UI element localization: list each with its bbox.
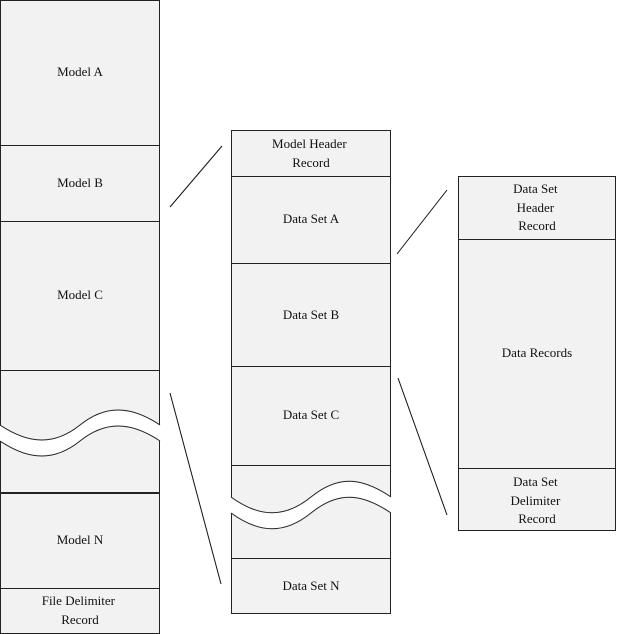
data-set-c-box [231,366,391,559]
model-b-label: Model B [57,175,103,190]
data-set-delimiter-line-3: Record [518,511,556,526]
file-delimiter-line-2: Record [61,612,99,627]
file-delimiter-label: File Delimiter Record [42,593,119,627]
file-delimiter-box [0,588,160,634]
data-set-n-box [231,558,391,614]
file-column-break-bottom [0,425,161,457]
file-column-break-gap [0,410,160,456]
connector-data-set-c-bottom [397,377,448,516]
model-b-box [0,145,160,222]
data-set-header-line-1: Data Set [513,181,558,196]
data-set-b-label: Data Set B [283,307,340,322]
data-set-c-line-1: Data Set C [283,407,339,422]
model-header-line-2: Record [292,155,330,170]
model-c-label: Model C [57,287,103,302]
connector-model-b-bottom [169,392,222,585]
data-records-label: Data Records [502,345,572,360]
model-n-line-1: Model N [57,532,104,547]
data-set-delimiter-label: Data Set Delimiter Record [510,474,563,526]
model-column: Model Header Record Data Set A Data Set … [230,130,392,614]
data-set-b-line-1: Data Set B [283,307,340,322]
model-a-label: Model A [57,64,103,79]
file-column-break-top [0,409,161,441]
data-set-header-box [458,176,616,240]
file-column: Model A Model B Model C Model N File Del… [0,0,161,634]
model-b-line-1: Model B [57,175,103,190]
data-set-b-box [231,263,391,367]
data-set-header-line-2: Header [517,200,555,215]
connector-model-b-top [169,145,223,208]
model-column-break-gap [231,481,391,529]
data-set-a-line-1: Data Set A [283,211,340,226]
data-set-delimiter-line-2: Delimiter [510,493,560,508]
data-set-n-label: Data Set N [282,578,340,593]
data-set-delimiter-box [458,468,616,531]
model-a-line-1: Model A [57,64,103,79]
data-set-delimiter-line-1: Data Set [513,474,558,489]
model-n-label: Model N [57,532,104,547]
data-set-n-line-1: Data Set N [282,578,340,593]
model-a-box [0,0,160,146]
model-column-break-top [230,480,392,514]
data-set-header-line-3: Record [518,218,556,233]
model-header-line-1: Model Header [272,136,347,151]
data-records-line-1: Data Records [502,345,572,360]
model-header-box [231,130,391,177]
model-c-line-1: Model C [57,287,103,302]
model-column-break-bottom [230,496,392,530]
connector-data-set-c-top [396,189,448,255]
data-set-a-label: Data Set A [283,211,340,226]
data-set-a-box [231,176,391,264]
data-set-header-label: Data Set Header Record [513,181,561,233]
data-set-c-label: Data Set C [283,407,339,422]
file-delimiter-line-1: File Delimiter [42,593,116,608]
model-n-box [0,493,160,589]
model-header-label: Model Header Record [272,136,350,170]
data-records-box [458,239,616,469]
dataset-column: Data Set Header Record Data Records Data… [458,176,616,531]
